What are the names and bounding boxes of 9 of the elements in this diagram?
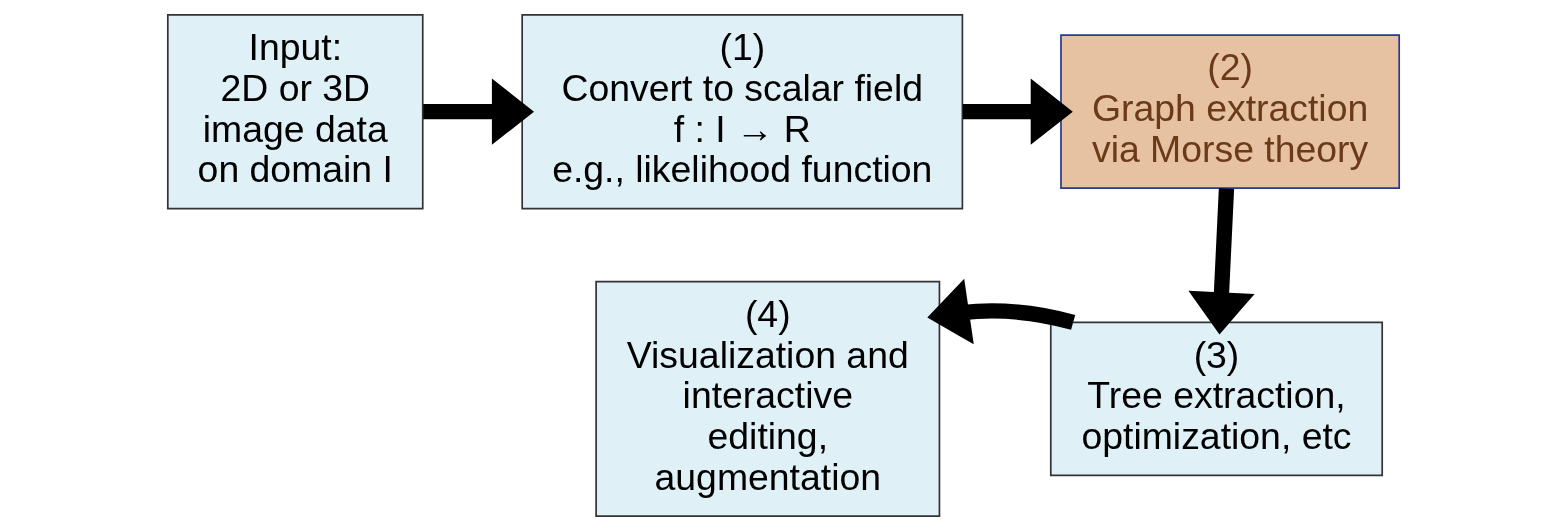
arrow: [962, 78, 1073, 145]
arrow: [926, 278, 1075, 345]
node-box: (3) Tree extraction, optimization, etc: [1049, 321, 1383, 477]
node-box: (4) Visualization and interactive editing, augmentation: [594, 280, 940, 518]
node-box: (1) Convert to scalar field f : I → R e.g., likelihood function: [520, 13, 963, 210]
arrow: [422, 78, 534, 145]
node-box: Input: 2D or 3D image data on domain I: [166, 13, 424, 210]
node-box: (2) Graph extraction via Morse theory: [1059, 34, 1400, 189]
arrow: [1187, 188, 1255, 335]
